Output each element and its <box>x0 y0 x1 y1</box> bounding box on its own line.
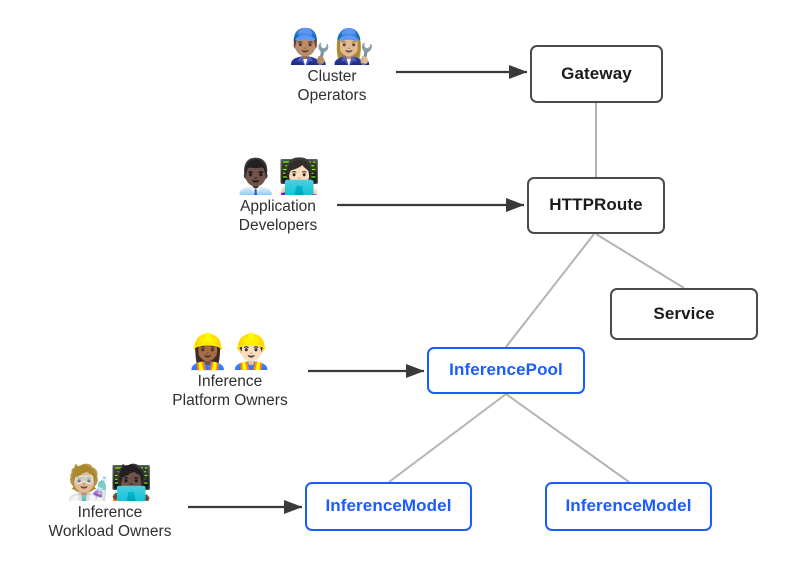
persona-inference-platform-owners: 👷🏾‍♀️👷🏻‍♂️Inference Platform Owners <box>155 335 305 410</box>
edge-httproute-service <box>595 233 685 289</box>
persona-label-cluster-operators: Cluster Operators <box>297 67 367 104</box>
node-httproute[interactable]: HTTPRoute <box>527 177 665 234</box>
persona-label-inference-platform-owners: Inference Platform Owners <box>172 372 288 409</box>
node-label-inferencemodel-right: InferenceModel <box>565 496 692 516</box>
node-inferencemodel-right[interactable]: InferenceModel <box>545 482 712 531</box>
edge-httproute-inferencepool <box>505 233 595 348</box>
edge-inferencepool-inferencemodel-right <box>505 393 630 483</box>
persona-label-inference-workload-owners: Inference Workload Owners <box>48 503 172 540</box>
scientist-emoji: 🧑🏼‍🔬🧑🏿‍💻 <box>66 463 154 503</box>
node-gateway[interactable]: Gateway <box>530 45 663 103</box>
edge-inferencepool-inferencemodel-left <box>388 393 507 483</box>
man-office-worker-emoji: 👨🏿‍💼👩🏻‍💻 <box>234 157 322 197</box>
persona-application-developers: 👨🏿‍💼👩🏻‍💻Application Developers <box>203 160 353 235</box>
node-label-inferencemodel-left: InferenceModel <box>325 496 452 516</box>
node-service[interactable]: Service <box>610 288 758 340</box>
node-inferencepool[interactable]: InferencePool <box>427 347 585 394</box>
node-label-httproute: HTTPRoute <box>549 195 643 215</box>
node-inferencemodel-left[interactable]: InferenceModel <box>305 482 472 531</box>
man-mechanic-emoji: 👨🏽‍🔧👩🏼‍🔧 <box>288 27 376 67</box>
persona-label-application-developers: Application Developers <box>238 197 318 234</box>
persona-cluster-operators: 👨🏽‍🔧👩🏼‍🔧Cluster Operators <box>262 30 402 105</box>
persona-arrows <box>188 64 528 515</box>
persona-inference-workload-owners: 🧑🏼‍🔬🧑🏿‍💻Inference Workload Owners <box>35 466 185 541</box>
node-label-gateway: Gateway <box>561 63 632 83</box>
node-label-inferencepool: InferencePool <box>449 360 563 380</box>
node-label-service: Service <box>653 303 715 323</box>
woman-construction-worker-emoji: 👷🏾‍♀️👷🏻‍♂️ <box>186 332 274 372</box>
